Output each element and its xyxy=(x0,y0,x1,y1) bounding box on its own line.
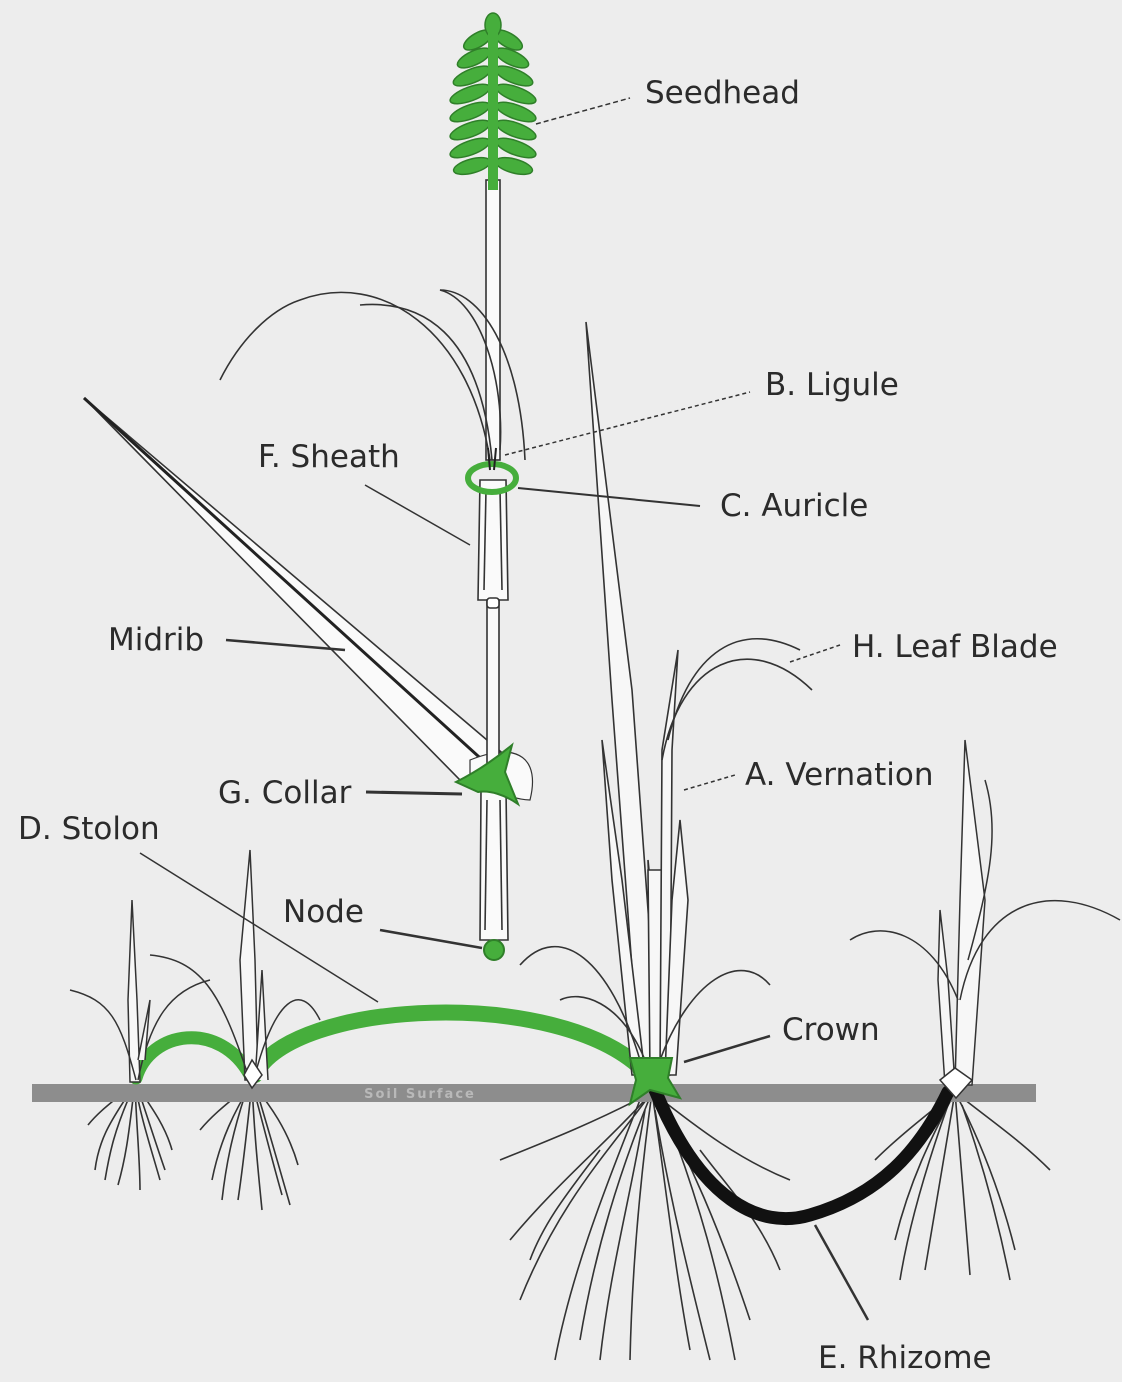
label-crown: Crown xyxy=(782,1012,880,1048)
collar-leader xyxy=(366,792,462,794)
label-leaf-blade: H. Leaf Blade xyxy=(852,629,1058,665)
crown-leader xyxy=(684,1036,770,1062)
roots xyxy=(88,1083,1050,1360)
small-plant-1 xyxy=(70,900,210,1082)
node-shape xyxy=(484,940,504,960)
label-midrib: Midrib xyxy=(108,622,204,658)
label-node: Node xyxy=(283,894,364,930)
ligule-leader xyxy=(505,392,750,455)
node-leader xyxy=(380,930,482,948)
sheath-leader xyxy=(365,485,470,545)
rhizome xyxy=(655,1090,948,1219)
label-rhizome: E. Rhizome xyxy=(818,1340,992,1376)
label-ligule: B. Ligule xyxy=(765,367,899,403)
soil-surface-label: Soil Surface xyxy=(364,1087,476,1102)
label-auricle: C. Auricle xyxy=(720,488,868,524)
soil-surface-bar xyxy=(32,1084,1036,1102)
label-seedhead: Seedhead xyxy=(645,75,800,111)
seedhead-leader xyxy=(536,98,630,124)
main-plant xyxy=(520,322,812,1075)
stolon xyxy=(136,1013,645,1078)
leaf-blade-leader xyxy=(790,645,840,662)
leader-lines xyxy=(140,98,868,1320)
label-collar: G. Collar xyxy=(218,775,352,811)
vernation-leader xyxy=(684,775,735,790)
rhizome-leader xyxy=(815,1225,868,1320)
label-stolon: D. Stolon xyxy=(18,811,160,847)
label-vernation: A. Vernation xyxy=(745,757,933,793)
label-sheath: F. Sheath xyxy=(258,439,400,475)
right-plant xyxy=(850,740,1120,1098)
seedhead-shape xyxy=(448,13,538,190)
